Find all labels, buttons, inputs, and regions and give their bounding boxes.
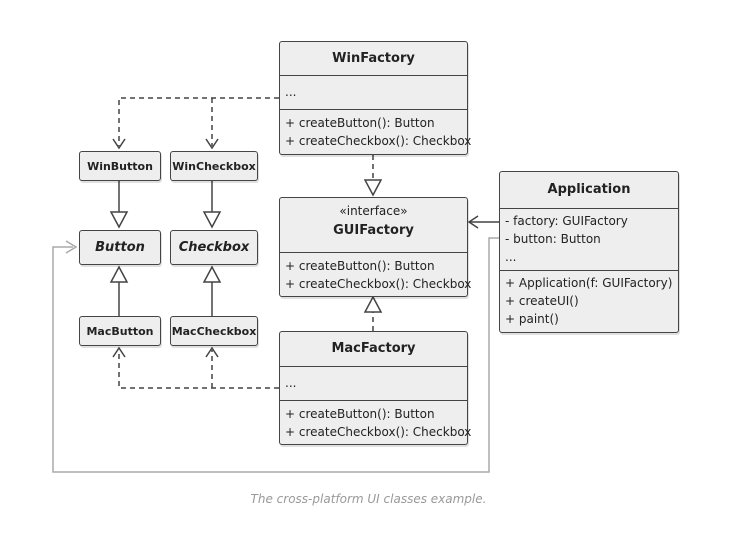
method-create-checkbox: + createCheckbox(): Checkbox — [285, 277, 472, 291]
guifactory-methods: + createButton(): Button + createCheckbo… — [280, 252, 472, 295]
winbutton-class: WinButton — [79, 151, 161, 181]
method-create-button: + createButton(): Button — [285, 259, 435, 273]
macfactory-class: MacFactory ... + createButton(): Button … — [279, 331, 472, 445]
application-title: Application — [547, 182, 631, 197]
method-create-ui: + createUI() — [505, 294, 579, 308]
interface-stereotype: «interface» — [339, 204, 408, 218]
assoc-application-button — [52, 237, 499, 473]
guifactory-title: GUIFactory — [333, 223, 414, 238]
dep-macfactory-macbutton — [118, 350, 279, 389]
winfactory-methods: + createButton(): Button + createCheckbo… — [280, 109, 472, 152]
method-create-button: + createButton(): Button — [285, 407, 435, 421]
application-methods: + Application(f: GUIFactory) + createUI(… — [500, 270, 678, 330]
method-constructor: + Application(f: GUIFactory) — [505, 276, 673, 290]
field-ellipsis: ... — [285, 376, 297, 390]
macfactory-fields: ... — [280, 366, 467, 400]
winfactory-title: WinFactory — [332, 51, 415, 66]
winfactory-fields: ... — [280, 75, 467, 109]
macfactory-methods: + createButton(): Button + createCheckbo… — [280, 400, 472, 443]
checkbox-interface: Checkbox — [170, 230, 258, 265]
figure-caption: The cross-platform UI classes example. — [250, 492, 487, 506]
wincheckbox-class: WinCheckbox — [170, 151, 258, 181]
guifactory-header: «interface» GUIFactory — [280, 198, 467, 252]
field-ellipsis: ... — [285, 85, 297, 99]
method-create-checkbox: + createCheckbox(): Checkbox — [285, 134, 472, 148]
field-factory: - factory: GUIFactory — [505, 214, 628, 228]
macfactory-title: MacFactory — [331, 341, 416, 356]
method-paint: + paint() — [505, 312, 559, 326]
field-ellipsis: ... — [505, 250, 517, 264]
button-interface: Button — [79, 230, 161, 265]
macbutton-class: MacButton — [79, 316, 161, 346]
method-create-button: + createButton(): Button — [285, 116, 435, 130]
dep-winfactory-winbutton — [118, 97, 279, 146]
application-class: Application - factory: GUIFactory - butt… — [499, 171, 679, 333]
method-create-checkbox: + createCheckbox(): Checkbox — [285, 425, 472, 439]
maccheckbox-class: MacCheckbox — [170, 316, 258, 346]
field-button: - button: Button — [505, 232, 601, 246]
guifactory-interface: «interface» GUIFactory + createButton():… — [279, 197, 472, 297]
winfactory-class: WinFactory ... + createButton(): Button … — [279, 41, 472, 155]
application-fields: - factory: GUIFactory - button: Button .… — [500, 208, 678, 270]
